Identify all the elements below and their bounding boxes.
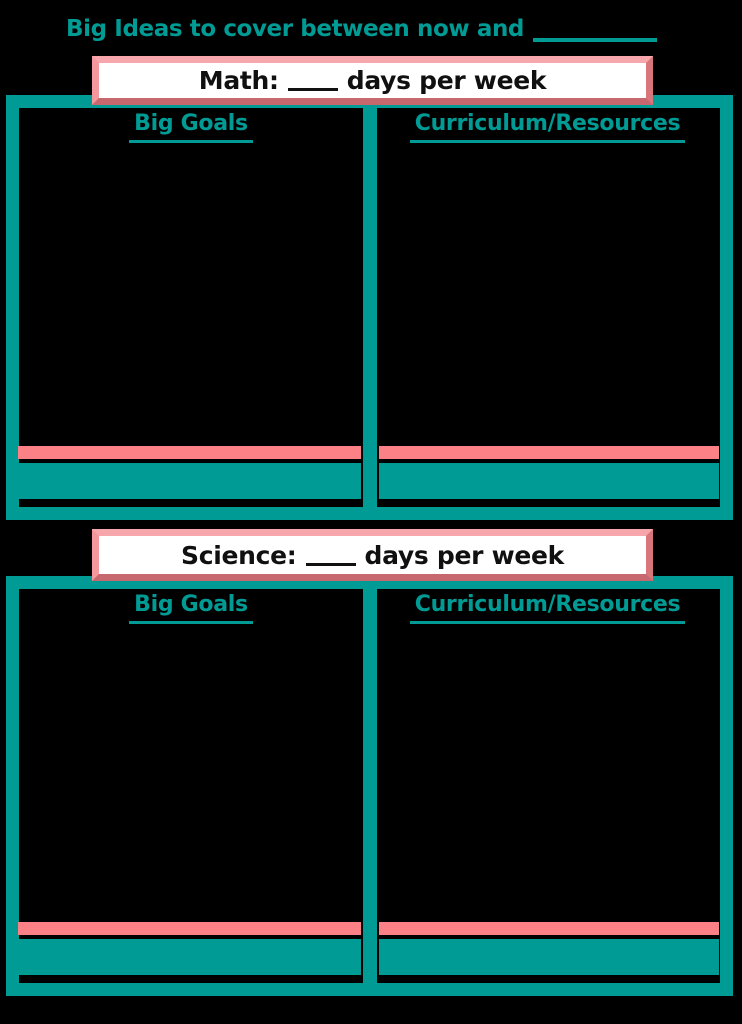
column-header-text: Big Goals xyxy=(129,592,253,624)
column-divider-science xyxy=(363,576,377,996)
subject-banner-science: Science: days per week xyxy=(92,529,653,581)
writing-area-math-big-goals xyxy=(19,150,363,442)
banner-blank-line-science xyxy=(305,545,356,566)
column-header-curriculum-resources-math: Curriculum/Resources xyxy=(377,111,718,143)
banner-suffix-math: days per week xyxy=(346,66,547,95)
subject-banner-math: Math: days per week xyxy=(92,56,653,105)
writing-area-science-curriculum-resources xyxy=(377,632,718,918)
column-header-big-goals-science: Big Goals xyxy=(19,592,363,624)
accent-stripe-teal xyxy=(18,939,361,975)
column-header-curriculum-resources-science: Curriculum/Resources xyxy=(377,592,718,624)
writing-area-science-big-goals xyxy=(19,632,363,918)
title-blank-line xyxy=(532,10,657,42)
column-header-text: Curriculum/Resources xyxy=(409,111,686,143)
accent-stripe-pink xyxy=(379,446,719,459)
accent-stripe-pink xyxy=(18,446,361,459)
banner-blank-line-math xyxy=(287,70,338,91)
banner-suffix-science: days per week xyxy=(364,540,565,570)
accent-stripe-pink xyxy=(379,922,719,935)
accent-stripe-teal xyxy=(18,463,361,499)
writing-area-math-curriculum-resources xyxy=(377,150,718,442)
column-header-text: Big Goals xyxy=(129,111,253,143)
banner-label-math: Math: xyxy=(198,66,279,95)
page-title: Big Ideas to cover between now and xyxy=(66,10,657,42)
column-header-text: Curriculum/Resources xyxy=(409,592,686,624)
accent-stripe-teal xyxy=(379,463,719,499)
accent-stripe-teal xyxy=(379,939,719,975)
accent-stripe-pink xyxy=(18,922,361,935)
banner-label-science: Science: xyxy=(180,540,297,570)
page-title-text: Big Ideas to cover between now and xyxy=(66,16,524,42)
column-header-big-goals-math: Big Goals xyxy=(19,111,363,143)
column-divider-math xyxy=(363,95,377,520)
